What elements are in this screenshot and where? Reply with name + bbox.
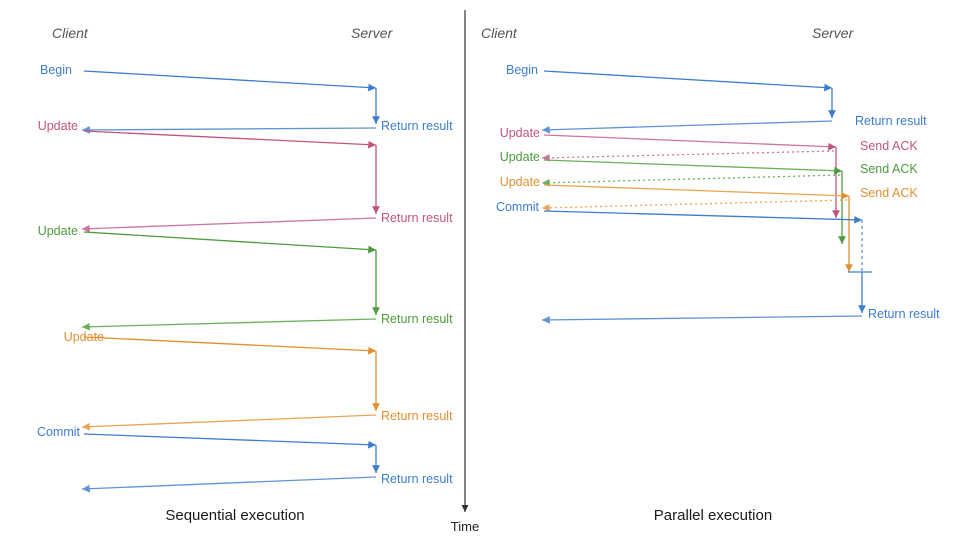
wire-paths (81, 10, 872, 512)
seq-request-label-begin: Begin (40, 63, 72, 77)
par-request-arrow-3 (543, 184, 850, 200)
seq-request-label-update-2: Update (37, 224, 78, 238)
par-request-label-update-1: Update (499, 126, 540, 140)
seq-return-arrow-3 (81, 414, 377, 431)
par-request-arrow-2 (543, 159, 843, 175)
seq-request-arrow-4 (83, 433, 377, 449)
seq-return-label-update-1: Return result (381, 211, 453, 225)
par-ack-label-update-3: Send ACK (860, 186, 918, 200)
seq-request-label-update-1: Update (37, 119, 78, 133)
seq-return-label-begin: Return result (381, 119, 453, 133)
seq-return-arrow-2 (81, 318, 377, 331)
par-request-label-commit: Commit (495, 200, 539, 214)
seq-request-label-update-3: Update (63, 330, 104, 344)
seq-request-arrow-3 (83, 336, 377, 355)
par-ack-label-update-2: Send ACK (860, 162, 918, 176)
seq-return-label-commit: Return result (381, 472, 453, 486)
panel-sequential-client-role-label: Client (52, 25, 88, 41)
par-return-label-commit: Return result (868, 307, 940, 321)
panel-sequential-server-role-label: Server (351, 25, 393, 41)
par-ack-arrow-3 (541, 199, 848, 212)
panel-sequential-caption: Sequential execution (165, 507, 305, 524)
panel-parallel-server-role-label: Server (812, 25, 854, 41)
seq-return-label-update-2: Return result (381, 312, 453, 326)
par-return-arrow-4 (541, 315, 863, 324)
time-axis-label: Time (450, 519, 480, 534)
par-request-arrow-1 (543, 134, 837, 151)
seq-request-label-commit: Commit (36, 425, 80, 439)
seq-return-arrow-4 (81, 476, 377, 493)
seq-request-arrow-0 (83, 70, 377, 92)
seq-return-label-update-3: Return result (381, 409, 453, 423)
seq-return-arrow-1 (81, 217, 377, 233)
par-ack-arrow-2 (541, 174, 841, 187)
par-request-arrow-4 (543, 210, 863, 224)
par-ack-label-update-1: Send ACK (860, 139, 918, 153)
par-request-label-update-2: Update (499, 150, 540, 164)
seq-request-arrow-2 (83, 231, 377, 254)
par-request-arrow-0 (543, 70, 833, 92)
seq-return-arrow-0 (81, 126, 377, 134)
seq-request-arrow-1 (83, 130, 377, 149)
par-return-arrow-0 (541, 120, 833, 134)
panel-parallel-caption: Parallel execution (653, 507, 773, 524)
par-ack-arrow-1 (541, 150, 835, 162)
par-request-label-update-3: Update (499, 175, 540, 189)
par-request-label-begin: Begin (506, 63, 538, 77)
par-return-label-begin: Return result (855, 114, 927, 128)
panel-parallel-client-role-label: Client (481, 25, 517, 41)
